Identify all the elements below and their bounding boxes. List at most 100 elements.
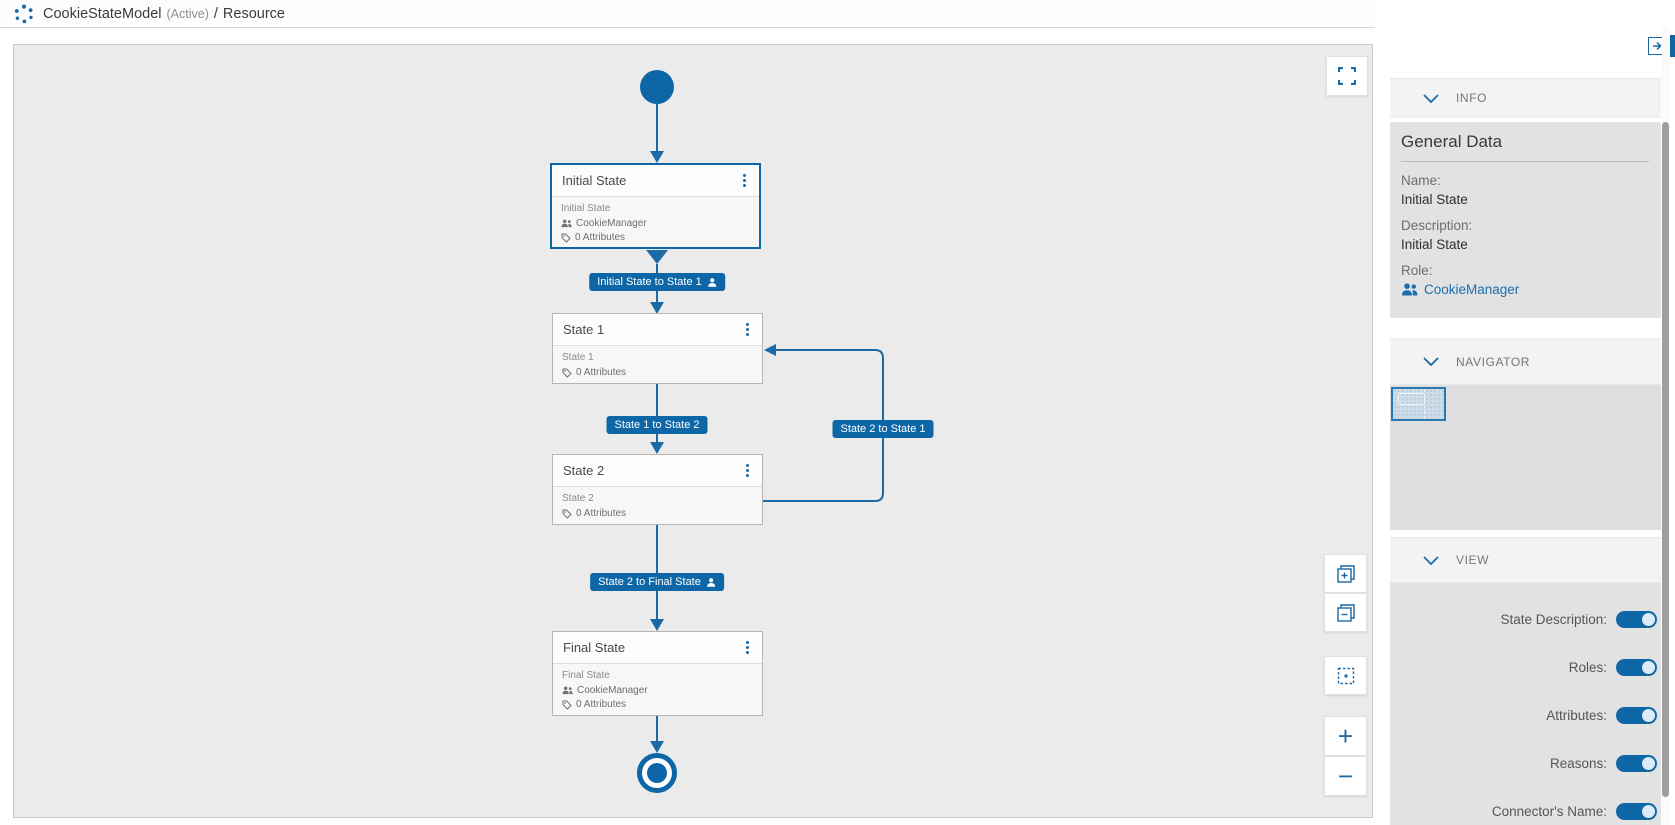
toggle-row-roles: Roles: (1569, 658, 1657, 676)
node-menu-button[interactable] (743, 461, 752, 480)
section-header-navigator[interactable]: NAVIGATOR (1390, 338, 1661, 385)
zoom-out-button[interactable]: − (1324, 756, 1367, 796)
connectors-name-toggle[interactable] (1616, 802, 1657, 820)
tag-icon (561, 233, 571, 243)
toggle-label: Reasons: (1549, 755, 1607, 771)
state-description-toggle[interactable] (1616, 610, 1657, 628)
node-title: Initial State (562, 173, 627, 188)
connector-state2-to-state1[interactable]: State 2 to State 1 (832, 420, 934, 438)
connector-state2-to-final[interactable]: State 2 to Final State (590, 573, 724, 591)
role-person-icon (706, 577, 715, 587)
section-header-view[interactable]: VIEW (1390, 537, 1661, 583)
fit-to-screen-button[interactable] (1324, 656, 1367, 695)
minimap-flow-line (1424, 389, 1425, 419)
zoom-in-button[interactable]: + (1324, 716, 1367, 756)
state-model-logo-icon (14, 4, 33, 23)
toggle-label: State Description: (1500, 611, 1607, 627)
collapse-all-button[interactable] (1324, 593, 1367, 632)
minimap-viewport (1398, 393, 1425, 405)
model-title: CookieStateModel (43, 5, 162, 22)
section-header-info[interactable]: INFO (1390, 78, 1661, 118)
node-menu-button[interactable] (740, 171, 749, 190)
toggle-label: Roles: (1568, 659, 1607, 675)
node-description: Final State (562, 670, 610, 681)
attributes-toggle[interactable] (1616, 706, 1657, 724)
node-attributes: 0 Attributes (562, 508, 753, 519)
node-description: Initial State (561, 203, 611, 214)
navigator-panel (1390, 385, 1661, 530)
name-label: Name: (1401, 173, 1441, 188)
section-label: NAVIGATOR (1456, 354, 1531, 369)
node-state-2[interactable]: State 2 State 2 0 Attributes (552, 454, 763, 525)
diagram-canvas[interactable]: Initial State Initial State CookieManage… (13, 44, 1373, 818)
view-panel (1390, 583, 1661, 825)
breadcrumb-separator: / (213, 5, 218, 22)
toggle-knob (1642, 804, 1655, 818)
node-role: CookieManager (562, 685, 753, 696)
expand-all-button[interactable] (1324, 554, 1367, 593)
connector-state1-to-state2[interactable]: State 1 to State 2 (606, 416, 708, 434)
people-icon (562, 686, 573, 695)
role-value[interactable]: CookieManager (1401, 282, 1649, 297)
toggle-knob (1642, 756, 1655, 770)
toggle-knob (1642, 612, 1655, 626)
section-label: INFO (1456, 91, 1488, 105)
toggle-row-attributes: Attributes: (1546, 706, 1657, 724)
toggle-row-connectors-name: Connector's Name: (1492, 802, 1657, 820)
navigator-minimap[interactable] (1391, 387, 1446, 421)
general-data-panel: General Data Name: Initial State Descrip… (1390, 122, 1661, 318)
chevron-down-icon (1423, 357, 1439, 366)
node-state-1[interactable]: State 1 State 1 0 Attributes (552, 313, 763, 384)
chevron-down-icon (1423, 93, 1439, 103)
arrow-right-icon (1653, 41, 1662, 51)
toggle-knob (1642, 660, 1655, 674)
scrollbar-thumb[interactable] (1662, 122, 1669, 797)
fit-to-screen-icon (1337, 667, 1354, 684)
toggle-label: Attributes: (1546, 707, 1607, 723)
connector-initial-to-state1[interactable]: Initial State to State 1 (589, 273, 725, 291)
collapse-all-icon (1336, 603, 1355, 622)
chevron-down-icon (1423, 555, 1439, 565)
minus-icon: − (1337, 760, 1354, 791)
start-node[interactable] (640, 70, 674, 104)
toggle-knob (1642, 708, 1655, 722)
name-value: Initial State (1401, 192, 1468, 207)
node-description: State 1 (562, 352, 594, 363)
fullscreen-button[interactable] (1326, 56, 1368, 96)
roles-toggle[interactable] (1616, 658, 1657, 676)
tag-icon (562, 368, 572, 378)
toggle-row-state-description: State Description: (1500, 610, 1657, 628)
people-icon (561, 219, 572, 228)
general-data-title: General Data (1401, 132, 1649, 162)
tag-icon (562, 700, 572, 710)
node-title: State 1 (563, 322, 605, 337)
plus-icon: + (1337, 720, 1354, 751)
tag-icon (562, 509, 572, 519)
node-attributes: 0 Attributes (561, 232, 750, 243)
people-icon (1402, 283, 1418, 296)
node-title: State 2 (563, 463, 605, 478)
node-title: Final State (563, 640, 626, 655)
node-initial-state[interactable]: Initial State Initial State CookieManage… (550, 163, 761, 249)
expand-all-icon (1336, 564, 1355, 583)
node-menu-button[interactable] (743, 638, 752, 657)
node-description: State 2 (562, 493, 594, 504)
section-label: VIEW (1456, 553, 1490, 567)
reasons-toggle[interactable] (1616, 754, 1657, 772)
role-label: Role: (1401, 263, 1433, 278)
model-status: (Active) (166, 6, 209, 21)
breadcrumb-section: Resource (222, 5, 285, 22)
role-person-icon (707, 277, 716, 287)
toggle-label: Connector's Name: (1491, 803, 1607, 819)
node-final-state[interactable]: Final State Final State CookieManager 0 … (552, 631, 763, 716)
panel-edge-strip (1670, 35, 1675, 57)
end-node[interactable] (637, 753, 677, 793)
sidebar-scrollbar[interactable] (1662, 27, 1669, 825)
properties-sidebar: INFO General Data Name: Initial State De… (1375, 0, 1675, 825)
description-label: Description: (1401, 218, 1473, 233)
description-value: Initial State (1401, 237, 1468, 252)
node-role: CookieManager (561, 218, 750, 229)
fullscreen-icon (1338, 67, 1356, 85)
toggle-row-reasons: Reasons: (1550, 754, 1657, 772)
node-menu-button[interactable] (743, 320, 752, 339)
